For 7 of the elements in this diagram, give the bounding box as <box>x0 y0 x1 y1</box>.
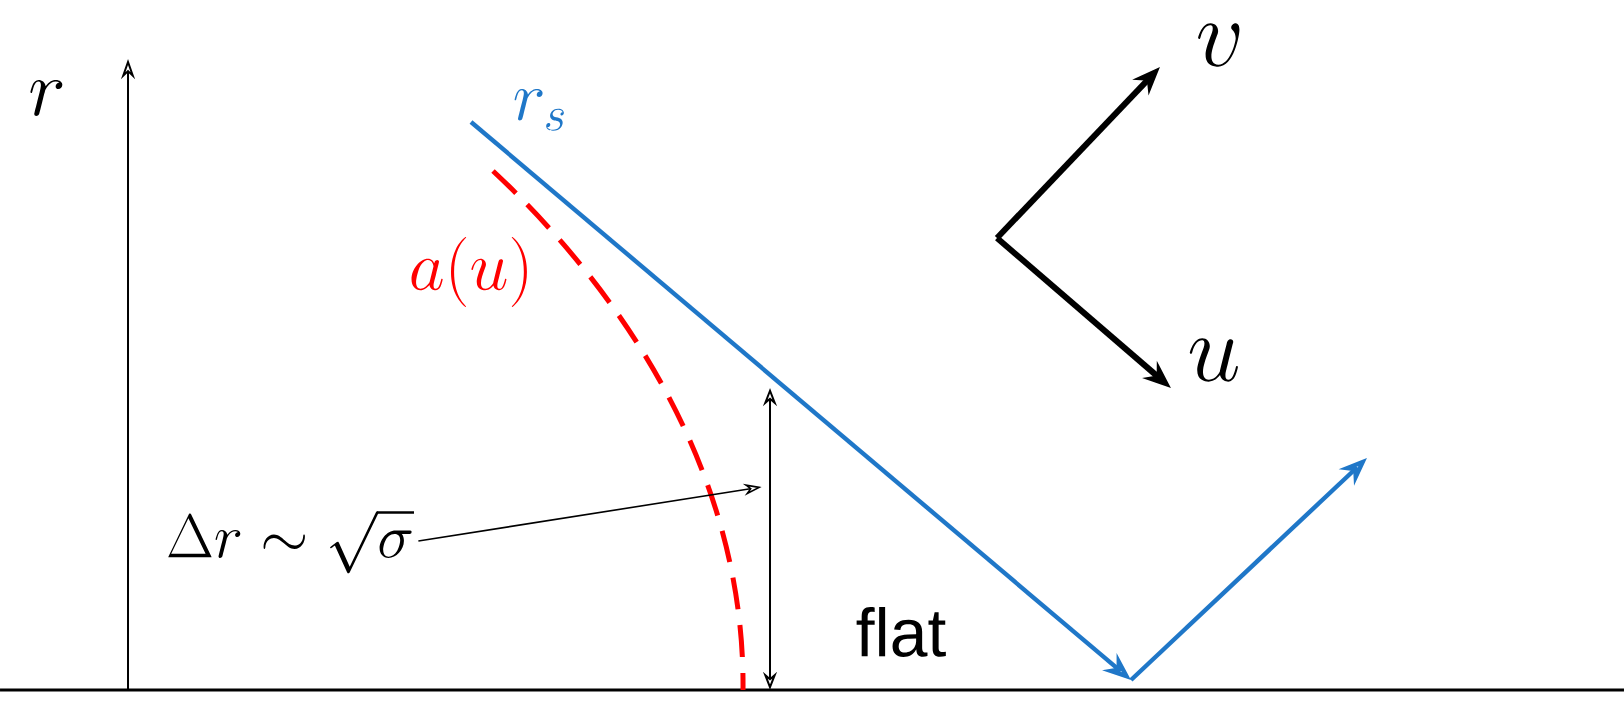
axis-label: flat <box>856 607 946 657</box>
axis-label: $v$ <box>1198 23 1240 67</box>
axis-label: $u$ <box>1189 338 1238 382</box>
axis-label: $a(u)$ <box>411 237 527 307</box>
axis-label: $r_s$ <box>514 88 564 131</box>
annotation-text: $\Delta r \sim \sqrt{\sigma}$ <box>168 511 414 574</box>
axis-label: $r$ <box>30 79 63 117</box>
